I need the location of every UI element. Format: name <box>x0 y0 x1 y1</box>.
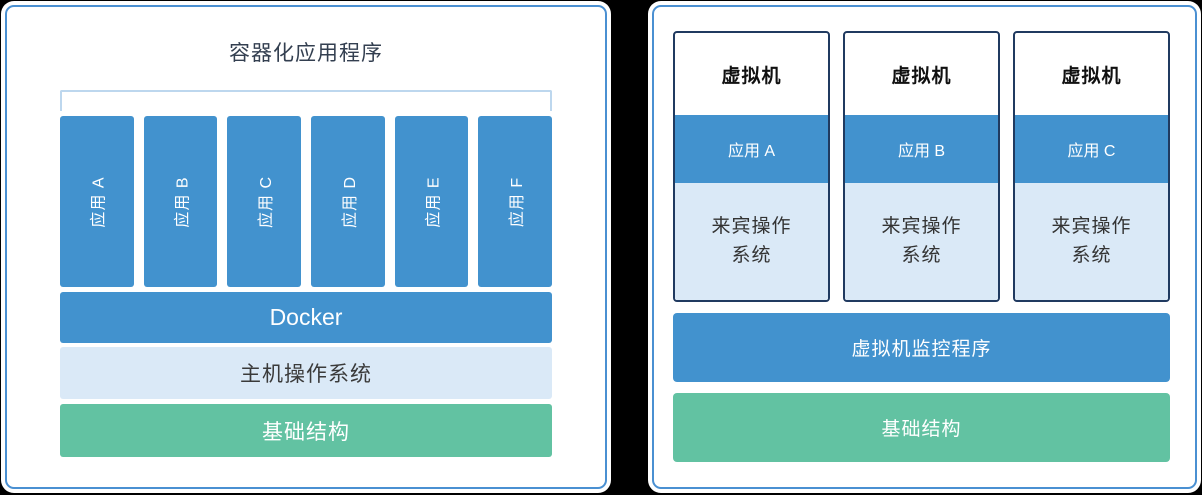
vm-title: 虚拟机 <box>721 65 782 87</box>
vms-panel-border <box>652 5 1197 489</box>
app-column-label: 应用 D <box>341 175 359 228</box>
vm-guest-os: 来宾操作系统 <box>845 183 998 300</box>
vm-app-bar: 应用 A <box>675 115 828 183</box>
infrastructure-layer-bar-right: 基础结构 <box>673 393 1170 462</box>
containers-panel: 容器化应用程序 应用 A 应用 B 应用 C 应用 D 应用 E 应用 F Do… <box>1 1 611 493</box>
containers-panel-border <box>5 5 607 489</box>
app-column-label: 应用 F <box>509 176 527 227</box>
app-columns-row: 应用 A 应用 B 应用 C 应用 D 应用 E 应用 F <box>60 116 553 287</box>
vms-panel: 虚拟机 应用 A 来宾操作系统 虚拟机 应用 B 来宾操作系统 虚拟机 应用 C… <box>648 1 1201 493</box>
vm-box-3: 虚拟机 应用 C 来宾操作系统 <box>1013 31 1170 302</box>
app-column-label: 应用 E <box>425 175 443 228</box>
vm-guest-os: 来宾操作系统 <box>675 183 828 300</box>
vm-guest-os-label: 来宾操作系统 <box>1051 216 1132 266</box>
vm-guest-os: 来宾操作系统 <box>1015 183 1168 300</box>
vm-title: 虚拟机 <box>1061 65 1122 87</box>
vm-box-1: 虚拟机 应用 A 来宾操作系统 <box>673 31 830 302</box>
app-column-label: 应用 A <box>90 175 108 228</box>
app-column-f: 应用 F <box>478 116 553 287</box>
app-column-a: 应用 A <box>60 116 134 287</box>
containers-title: 容器化应用程序 <box>229 42 383 65</box>
app-column-label: 应用 B <box>174 175 192 228</box>
hypervisor-layer-bar: 虚拟机监控程序 <box>673 313 1170 382</box>
container-group-bracket <box>60 90 552 111</box>
app-column-e: 应用 E <box>394 116 469 287</box>
vm-guest-os-label: 来宾操作系统 <box>711 216 792 266</box>
vm-title: 虚拟机 <box>891 65 952 87</box>
vm-boxes-row: 虚拟机 应用 A 来宾操作系统 虚拟机 应用 B 来宾操作系统 虚拟机 应用 C… <box>673 31 1170 302</box>
app-column-c: 应用 C <box>227 116 302 287</box>
vm-box-2: 虚拟机 应用 B 来宾操作系统 <box>843 31 1000 302</box>
app-column-d: 应用 D <box>311 116 385 287</box>
app-column-b: 应用 B <box>143 116 218 287</box>
vm-app-bar: 应用 B <box>845 115 998 183</box>
vm-guest-os-label: 来宾操作系统 <box>881 216 962 266</box>
infrastructure-layer-bar-left: 基础结构 <box>60 404 552 457</box>
app-column-label: 应用 C <box>258 175 276 228</box>
host-os-layer-bar: 主机操作系统 <box>60 347 552 399</box>
docker-layer-bar: Docker <box>60 292 552 343</box>
vm-app-bar: 应用 C <box>1015 115 1168 183</box>
